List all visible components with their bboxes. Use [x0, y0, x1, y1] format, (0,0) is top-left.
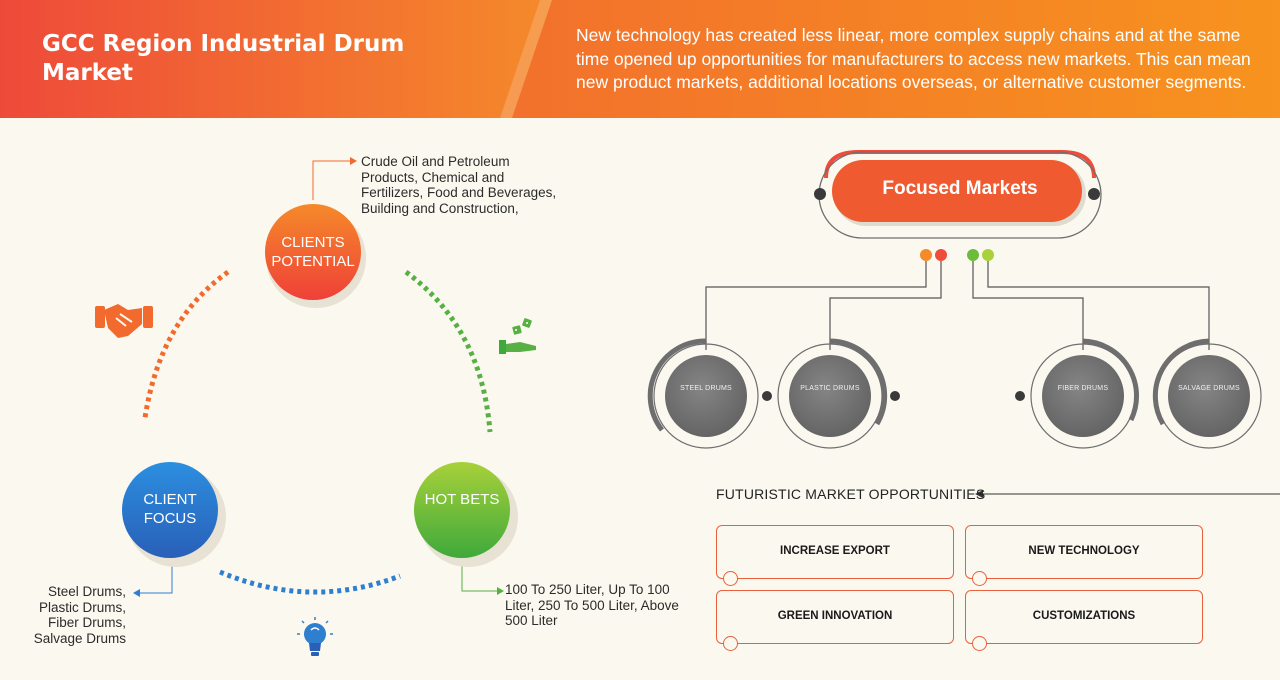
focused-markets-frame	[814, 150, 1102, 239]
header-background	[0, 0, 1280, 118]
connector-hot-bets	[461, 558, 497, 592]
clients-potential-circle	[265, 204, 366, 308]
opportunity-increase-export: INCREASE EXPORT	[716, 525, 954, 586]
steel-drums-circle	[647, 338, 772, 449]
dot-red	[935, 249, 947, 261]
dot-green	[967, 249, 979, 261]
hot-bets-details: 100 To 250 Liter, Up To 100 Liter, 250 T…	[505, 582, 679, 628]
opportunities-arrow-head	[975, 490, 983, 498]
page-title: GCC Region Industrial Drum Market	[42, 31, 405, 86]
opportunity-bullet	[723, 571, 738, 586]
intro-paragraph: New technology has created less linear, …	[576, 25, 1251, 92]
opportunity-green-innovation: GREEN INNOVATION	[716, 590, 954, 651]
plastic-drums-label: PLASTIC DRUMS	[800, 385, 860, 392]
focused-markets-title: Focused Markets	[882, 178, 1038, 199]
arc-blue-dotted	[219, 569, 401, 595]
salvage-drums-label: SALVAGE DRUMS	[1178, 385, 1240, 392]
tree-line-fiber	[972, 261, 1084, 350]
clients-potential-details: Crude Oil and Petroleum Products, Chemic…	[361, 154, 557, 216]
opportunity-label: NEW TECHNOLOGY	[1028, 545, 1140, 557]
lightbulb-icon	[297, 617, 333, 656]
opportunity-label: INCREASE EXPORT	[780, 545, 890, 557]
client-focus-circle	[122, 462, 226, 567]
steel-drums-label: STEEL DRUMS	[680, 385, 732, 392]
dot-lime	[982, 249, 994, 261]
hot-bets-label: HOT BETS	[424, 491, 500, 508]
opportunity-new-technology: NEW TECHNOLOGY	[965, 525, 1203, 586]
client-focus-details: Steel Drums, Plastic Drums, Fiber Drums,…	[33, 584, 126, 646]
fiber-drums-label: FIBER DRUMS	[1057, 385, 1109, 392]
client-focus-label: CLIENT FOCUS	[143, 491, 197, 527]
connector-client-focus	[140, 558, 173, 594]
plastic-drums-circle	[777, 338, 900, 449]
hot-bets-circle	[414, 462, 518, 567]
dot-orange	[920, 249, 932, 261]
opportunity-label: CUSTOMIZATIONS	[1032, 610, 1136, 622]
connector-clients-potential	[312, 160, 350, 200]
opportunity-bullet	[723, 636, 738, 651]
salvage-drums-circle	[1152, 338, 1262, 449]
arc-orange-dotted	[142, 269, 230, 419]
opportunity-bullet	[972, 571, 987, 586]
handshake-icon	[95, 304, 153, 338]
tree-line-plastic	[829, 261, 942, 350]
hand-dice-icon	[499, 318, 536, 354]
arc-green-dotted	[404, 269, 493, 433]
tree-line-salvage	[987, 261, 1210, 350]
opportunity-label: GREEN INNOVATION	[777, 610, 893, 622]
opportunity-bullet	[972, 636, 987, 651]
opportunity-customizations: CUSTOMIZATIONS	[965, 590, 1203, 651]
fiber-drums-circle	[1015, 338, 1140, 449]
opportunities-heading: FUTURISTIC MARKET OPPORTUNITIES	[716, 486, 986, 502]
clients-potential-label: CLIENTS POTENTIAL	[271, 234, 355, 270]
tree-line-steel	[705, 261, 927, 350]
header-banner: GCC Region Industrial Drum Market New te…	[0, 0, 1280, 118]
